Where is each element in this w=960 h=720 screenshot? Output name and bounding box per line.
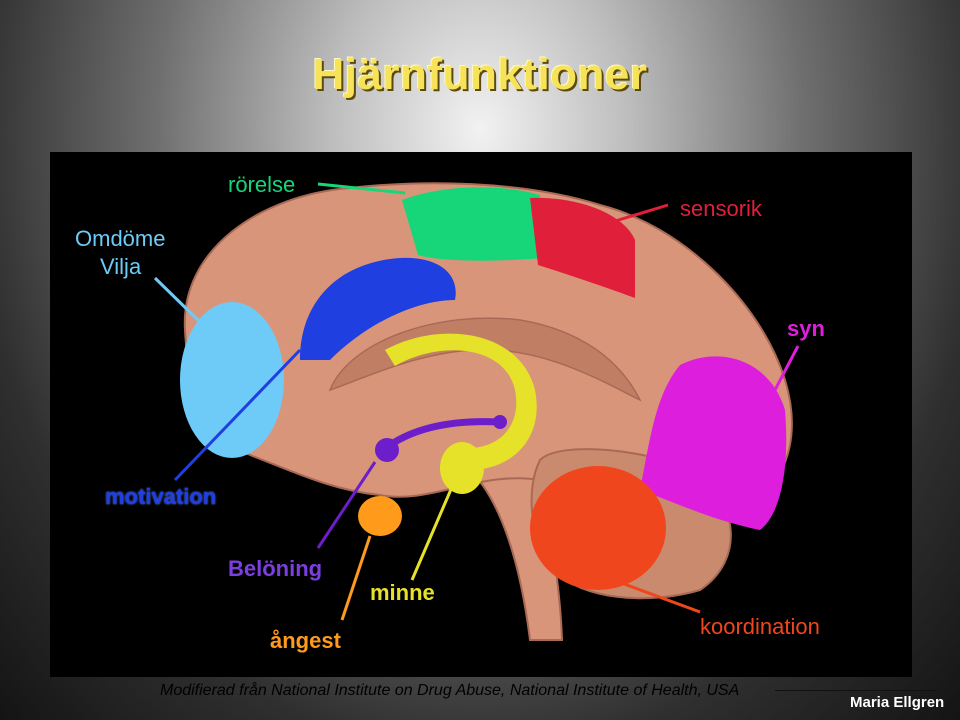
pointer-koordination bbox=[607, 576, 701, 614]
author-divider bbox=[775, 690, 937, 691]
pointer-beloning bbox=[316, 461, 377, 549]
premotor-region bbox=[402, 187, 542, 261]
author-name: Maria Ellgren bbox=[850, 694, 945, 711]
label-rorelse: rörelse bbox=[228, 172, 296, 197]
pointer-minne bbox=[410, 479, 457, 581]
label-vilja: Vilja bbox=[100, 254, 142, 279]
label-omdome: Omdöme bbox=[75, 226, 166, 251]
hippocampus-tail bbox=[440, 442, 484, 494]
label-angest: ångest bbox=[270, 628, 341, 653]
frontal-region bbox=[180, 302, 284, 458]
label-beloning: Belöning bbox=[228, 556, 323, 581]
pointer-sensorik bbox=[611, 203, 669, 224]
label-minne: minne bbox=[370, 580, 435, 605]
label-motivation: motivation bbox=[105, 484, 217, 509]
reward-pathway bbox=[386, 418, 504, 449]
sensory-region bbox=[530, 197, 635, 298]
label-syn: syn bbox=[787, 316, 825, 341]
hippocampus-region bbox=[385, 333, 537, 470]
cerebellum-region bbox=[530, 466, 666, 590]
pointer-syn bbox=[773, 345, 800, 391]
corpus-callosum bbox=[328, 317, 642, 402]
footer-credit: Modifierad från National Institute on Dr… bbox=[160, 682, 740, 699]
page-title: Hjärnfunktioner bbox=[312, 50, 648, 99]
visual-region bbox=[640, 356, 787, 530]
pointer-omdome bbox=[153, 276, 202, 324]
amygdala-region bbox=[358, 496, 402, 536]
label-sensorik: sensorik bbox=[680, 196, 762, 221]
reward-pathway-node bbox=[375, 438, 399, 462]
label-koordination: koordination bbox=[700, 614, 820, 639]
reward-pathway-end bbox=[493, 415, 507, 429]
pointer-angest bbox=[340, 535, 372, 621]
pointer-motivation bbox=[173, 348, 302, 482]
pointer-rorelse bbox=[317, 182, 406, 195]
motor-region bbox=[300, 257, 456, 360]
